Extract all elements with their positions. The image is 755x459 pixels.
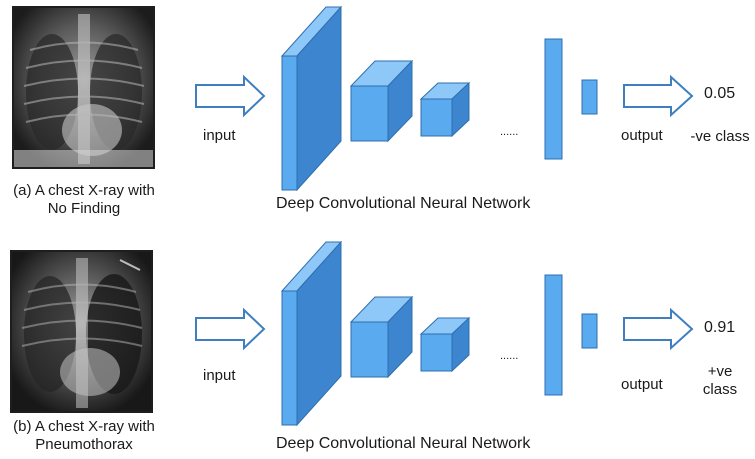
chest-xray-image <box>12 6 155 169</box>
output-arrow <box>623 74 694 118</box>
conv-layer-3 <box>419 81 471 138</box>
class-label: +ve class <box>702 363 738 398</box>
caption-line-1: (b) A chest X-ray with <box>13 418 155 435</box>
input-label: input <box>203 367 236 384</box>
class-label: -ve class <box>690 128 750 145</box>
panel-a-drawing <box>12 5 694 192</box>
probability-value: 0.91 <box>704 319 736 336</box>
caption-line-1: (a) A chest X-ray with <box>13 182 155 199</box>
panel-pneumothorax: input ...... output 0.91 +ve class (b) A… <box>0 230 755 459</box>
layer-ellipsis: ...... <box>500 126 519 138</box>
output-neuron <box>581 313 598 349</box>
network-label: Deep Convolutional Neural Network <box>276 435 531 452</box>
probability-value: 0.05 <box>704 85 736 102</box>
conv-layer-1 <box>280 5 343 192</box>
conv-layer-2 <box>349 295 414 379</box>
panel-no-finding: input ...... output 0.05 -ve class (a) A… <box>0 0 755 229</box>
image-caption: (b) A chest X-ray with Pneumothorax <box>0 418 184 454</box>
input-label: input <box>203 127 236 144</box>
fc-layer <box>544 38 563 160</box>
layer-ellipsis: ...... <box>500 350 519 362</box>
network-label: Deep Convolutional Neural Network <box>276 195 531 212</box>
output-arrow <box>623 307 694 351</box>
fc-layer <box>544 274 563 396</box>
image-caption: (a) A chest X-ray with No Finding <box>0 182 184 218</box>
input-arrow <box>195 307 266 351</box>
conv-layer-1 <box>280 240 343 427</box>
caption-line-2: No Finding <box>47 200 121 217</box>
caption-line-2: Pneumothorax <box>35 436 133 453</box>
input-arrow <box>195 74 266 118</box>
output-label: output <box>621 376 663 393</box>
panel-b-drawing <box>10 240 694 427</box>
conv-layer-3 <box>419 316 471 373</box>
conv-layer-2 <box>349 59 414 143</box>
output-label: output <box>621 127 663 144</box>
output-neuron <box>581 79 598 115</box>
chest-xray-image <box>10 250 153 413</box>
